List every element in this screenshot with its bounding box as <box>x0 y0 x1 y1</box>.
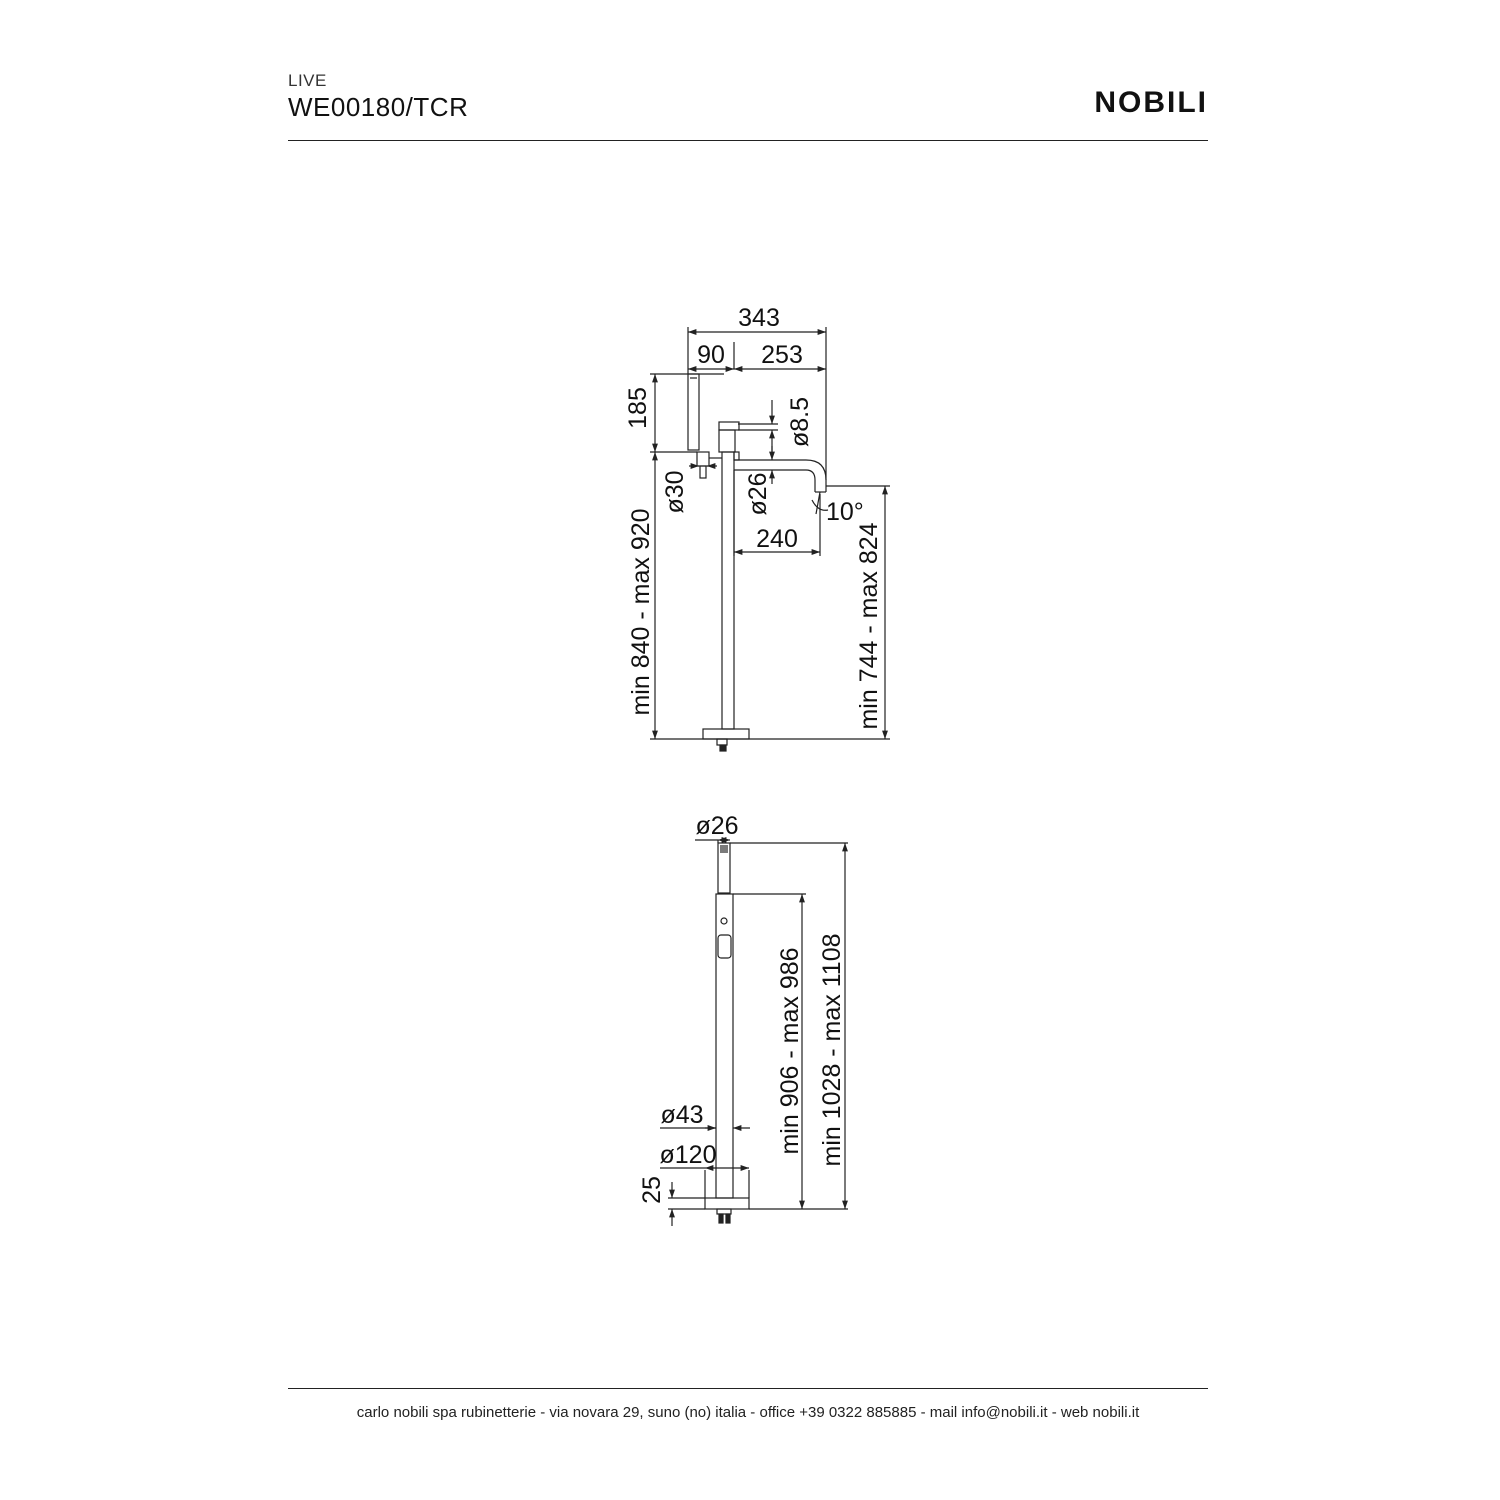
dim-343: 343 <box>738 304 780 332</box>
dim-240: 240 <box>756 525 798 553</box>
dim-diameter-30: ø30 <box>661 470 689 513</box>
side-dim-height-outer: min 1028 - max 1108 <box>818 934 846 1167</box>
footer-divider <box>288 1388 1208 1389</box>
product-code: WE00180/TCR <box>288 92 469 122</box>
dim-diameter-26-spout: ø26 <box>744 472 772 515</box>
mixer-body <box>718 429 736 453</box>
side-base <box>704 1197 750 1210</box>
dim-diameter-8-5: ø8.5 <box>786 397 814 447</box>
dim-angle-10: 10° <box>826 498 864 526</box>
side-dim-diameter-26: ø26 <box>695 812 738 840</box>
side-view <box>660 837 848 1226</box>
handshower <box>687 373 700 451</box>
company-footer: carlo nobili spa rubinetterie - via nova… <box>356 1404 1140 1421</box>
brand-logo: NOBILI <box>1094 86 1208 119</box>
side-dim-diameter-43: ø43 <box>660 1101 703 1129</box>
front-view <box>650 327 890 752</box>
shower-holder <box>696 451 710 467</box>
side-handshower <box>717 842 731 894</box>
side-dim-height-inner: min 906 - max 986 <box>776 947 804 1154</box>
side-lever <box>717 934 732 959</box>
header-divider <box>288 140 1208 141</box>
dim-height-left: min 840 - max 920 <box>627 508 655 715</box>
dim-185: 185 <box>624 387 652 429</box>
base-plate <box>702 728 750 740</box>
dim-253: 253 <box>761 341 803 369</box>
dim-90: 90 <box>697 341 725 369</box>
dim-height-right: min 744 - max 824 <box>855 522 883 729</box>
series-name: LIVE <box>288 71 327 90</box>
side-dim-25: 25 <box>638 1176 666 1204</box>
lever-handle <box>718 421 740 431</box>
riser-column <box>721 451 735 730</box>
side-dim-diameter-120: ø120 <box>660 1141 717 1169</box>
